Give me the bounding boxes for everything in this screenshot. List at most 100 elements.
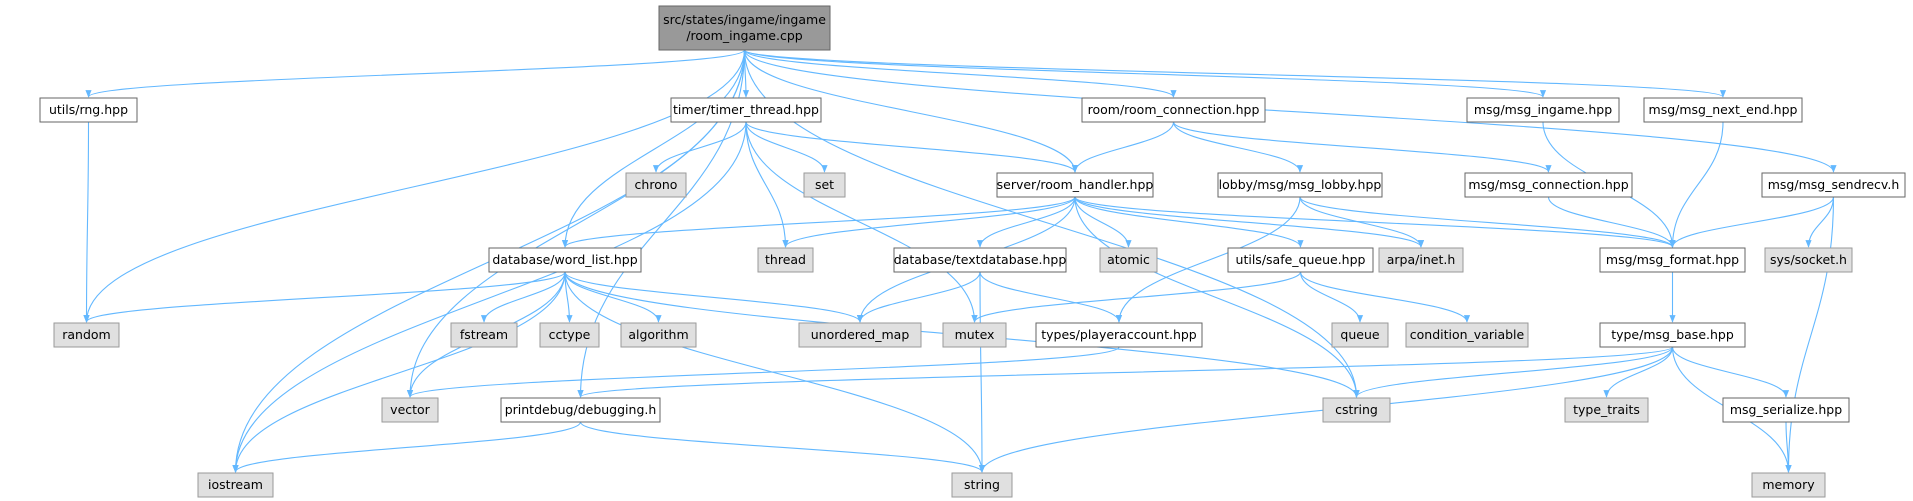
node-chrono: chrono (625, 172, 687, 198)
node-msg_connection[interactable]: msg/msg_connection.hpp (1464, 172, 1633, 198)
node-label-algorithm: algorithm (628, 327, 688, 342)
node-label-room_connection: room/room_connection.hpp (1088, 102, 1260, 117)
node-box-room_connection (1081, 97, 1266, 123)
node-iostream: iostream (197, 472, 274, 498)
node-type_traits: type_traits (1564, 397, 1649, 423)
node-atomic: atomic (1099, 247, 1158, 273)
node-label-msg_connection: msg/msg_connection.hpp (1468, 177, 1628, 192)
node-safe_queue[interactable]: utils/safe_queue.hpp (1227, 247, 1374, 273)
node-playeraccount[interactable]: types/playeraccount.hpp (1035, 322, 1203, 348)
node-box-playeraccount (1035, 322, 1203, 348)
edge-root-to-msg_sendrecv (743, 49, 1837, 173)
edge-msg_sendrecv-to-memory (1785, 196, 1835, 473)
node-msg_ingame[interactable]: msg/msg_ingame.hpp (1466, 97, 1620, 123)
edge-word_list-to-unordered_map (564, 271, 863, 323)
node-label-root: src/states/ingame/ingame (663, 12, 826, 27)
node-utils_rng[interactable]: utils/rng.hpp (39, 97, 138, 123)
edge-room_handler-to-word_list (562, 196, 1076, 248)
node-box-msg_sendrecv (1761, 172, 1906, 198)
edge-room_handler-to-atomic (1074, 196, 1132, 248)
edge-timer_thread-to-room_handler (745, 121, 1078, 173)
edge-room_handler-to-safe_queue (1074, 196, 1304, 248)
edge-timer_thread-to-set (745, 121, 828, 173)
edge-root-to-msg_ingame (743, 49, 1546, 98)
node-label-type_traits: type_traits (1573, 402, 1640, 417)
node-label-textdatabase: database/textdatabase.hpp (894, 252, 1067, 267)
edge-msg_next_end-to-msg_format (1669, 121, 1724, 248)
node-box-atomic (1099, 247, 1158, 273)
edge-msg_serialize-to-memory (1785, 421, 1792, 473)
node-room_handler[interactable]: server/room_handler.hpp (996, 172, 1154, 198)
edge-timer_thread-to-chrono (652, 121, 747, 173)
node-debugging[interactable]: printdebug/debugging.h (500, 397, 661, 423)
node-word_list[interactable]: database/word_list.hpp (488, 247, 642, 273)
edge-msg_base-to-cstring (1353, 346, 1674, 398)
edge-msg_lobby-to-playeraccount (1115, 196, 1301, 323)
node-label-sys_socket: sys/socket.h (1770, 252, 1847, 267)
edge-msg_base-to-msg_serialize (1671, 346, 1790, 398)
edge-msg_base-to-debugging (577, 346, 1674, 398)
edge-textdatabase-to-string (978, 271, 986, 473)
node-box-set (803, 172, 846, 198)
node-timer_thread[interactable]: timer/timer_thread.hpp (670, 97, 822, 123)
node-algorithm: algorithm (620, 322, 697, 348)
edge-msg_sendrecv-to-msg_format (1669, 196, 1835, 248)
node-box-safe_queue (1227, 247, 1374, 273)
node-msg_next_end[interactable]: msg/msg_next_end.hpp (1643, 97, 1803, 123)
edge-root-to-room_handler (743, 49, 1079, 173)
node-label-safe_queue: utils/safe_queue.hpp (1236, 252, 1366, 267)
node-label-thread: thread (765, 252, 806, 267)
node-label-vector: vector (390, 402, 431, 417)
edge-word_list-to-iostream (232, 271, 566, 473)
node-box-timer_thread (670, 97, 822, 123)
node-label-condition_variable: condition_variable (1410, 327, 1525, 342)
edge-timer_thread-to-iostream (232, 121, 747, 473)
edge-root-to-msg_next_end (743, 49, 1726, 98)
node-box-word_list (488, 247, 642, 273)
edge-textdatabase-to-unordered_map (856, 271, 981, 323)
node-condition_variable: condition_variable (1405, 322, 1529, 348)
edge-room_handler-to-textdatabase (976, 196, 1076, 248)
node-label-cstring: cstring (1335, 402, 1378, 417)
node-msg_base[interactable]: type/msg_base.hpp (1599, 322, 1746, 348)
node-box-chrono (625, 172, 687, 198)
node-box-vector (381, 397, 439, 423)
node-label-debugging: printdebug/debugging.h (505, 402, 657, 417)
edge-room_connection-to-room_handler (1071, 121, 1175, 173)
node-label-playeraccount: types/playeraccount.hpp (1041, 327, 1197, 342)
edge-msg_base-to-type_traits (1603, 346, 1674, 398)
node-box-msg_lobby (1217, 172, 1383, 198)
edges-layer (83, 49, 1837, 473)
node-msg_sendrecv[interactable]: msg/msg_sendrecv.h (1761, 172, 1906, 198)
node-set: set (803, 172, 846, 198)
node-box-iostream (197, 472, 274, 498)
edge-utils_rng-to-random (83, 121, 90, 323)
node-unordered_map: unordered_map (798, 322, 922, 348)
node-root[interactable]: src/states/ingame/ingame/room_ingame.cpp (658, 5, 831, 51)
node-cctype: cctype (539, 322, 600, 348)
node-label-room_handler: server/room_handler.hpp (997, 177, 1154, 192)
edge-room_handler-to-msg_format (1074, 196, 1676, 248)
node-box-condition_variable (1405, 322, 1529, 348)
edge-root-to-utils_rng (85, 49, 746, 98)
node-label-fstream: fstream (460, 327, 508, 342)
node-msg_lobby[interactable]: lobby/msg/msg_lobby.hpp (1217, 172, 1383, 198)
node-msg_format[interactable]: msg/msg_format.hpp (1599, 247, 1746, 273)
node-label-word_list: database/word_list.hpp (492, 252, 637, 267)
node-label-set: set (815, 177, 834, 192)
node-msg_serialize[interactable]: msg_serialize.hpp (1722, 397, 1850, 423)
node-box-msg_ingame (1466, 97, 1620, 123)
node-fstream: fstream (450, 322, 518, 348)
edge-room_handler-to-arpa_inet (1074, 196, 1424, 248)
node-box-room_handler (996, 172, 1154, 198)
node-label-msg_ingame: msg/msg_ingame.hpp (1474, 102, 1612, 117)
node-room_connection[interactable]: room/room_connection.hpp (1081, 97, 1266, 123)
node-box-algorithm (620, 322, 697, 348)
edge-playeraccount-to-vector (407, 346, 1120, 398)
node-label-atomic: atomic (1107, 252, 1150, 267)
node-label-msg_lobby: lobby/msg/msg_lobby.hpp (1219, 177, 1382, 192)
node-textdatabase[interactable]: database/textdatabase.hpp (893, 247, 1067, 273)
node-mutex: mutex (942, 322, 1007, 348)
node-label-random: random (62, 327, 110, 342)
node-label-msg_format: msg/msg_format.hpp (1606, 252, 1739, 267)
